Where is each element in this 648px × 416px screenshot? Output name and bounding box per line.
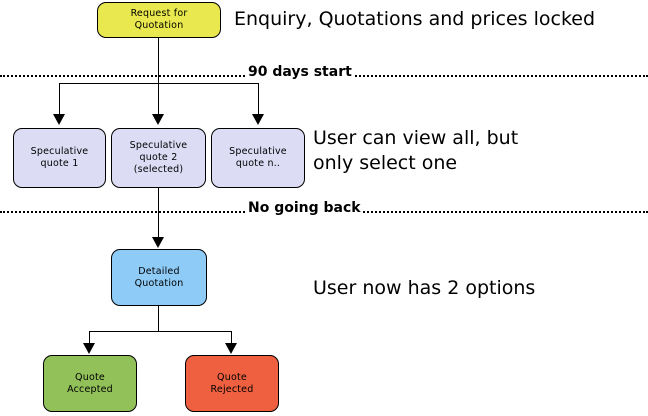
arrowhead-spec-1 <box>53 114 65 125</box>
separator-label-no-going-back: No going back <box>246 200 363 216</box>
node-request-for-quotation[interactable]: Request for Quotation <box>97 2 221 38</box>
connector-spec2-stem <box>158 188 159 238</box>
arrowhead-spec-2 <box>152 114 164 125</box>
node-quote-rejected[interactable]: Quote Rejected <box>185 355 279 412</box>
connector-drop-spec-3 <box>258 83 259 115</box>
connector-branch-bar-bottom <box>89 331 232 332</box>
connector-rfq-stem <box>158 38 159 83</box>
node-speculative-quote-1[interactable]: Speculative quote 1 <box>13 128 106 188</box>
note-stage-2: User can view all, but only select one <box>313 127 519 174</box>
node-speculative-quote-2-selected[interactable]: Speculative quote 2 (selected) <box>111 128 206 188</box>
connector-drop-spec-2 <box>158 83 159 115</box>
note-stage-3: User now has 2 options <box>313 277 536 299</box>
arrowhead-detailed-quotation <box>152 237 164 248</box>
separator-label-90-days: 90 days start <box>246 64 354 80</box>
note-stage-1: Enquiry, Quotations and prices locked <box>234 8 596 30</box>
node-detailed-quotation[interactable]: Detailed Quotation <box>111 249 207 306</box>
connector-detailed-stem <box>158 306 159 332</box>
node-quote-accepted[interactable]: Quote Accepted <box>43 355 137 412</box>
arrowhead-quote-rejected <box>225 343 237 354</box>
node-speculative-quote-n[interactable]: Speculative quote n.. <box>211 128 305 188</box>
arrowhead-spec-3 <box>252 114 264 125</box>
connector-drop-rejected <box>231 331 232 344</box>
connector-drop-accepted <box>89 331 90 344</box>
connector-drop-spec-1 <box>59 83 60 115</box>
arrowhead-quote-accepted <box>83 343 95 354</box>
